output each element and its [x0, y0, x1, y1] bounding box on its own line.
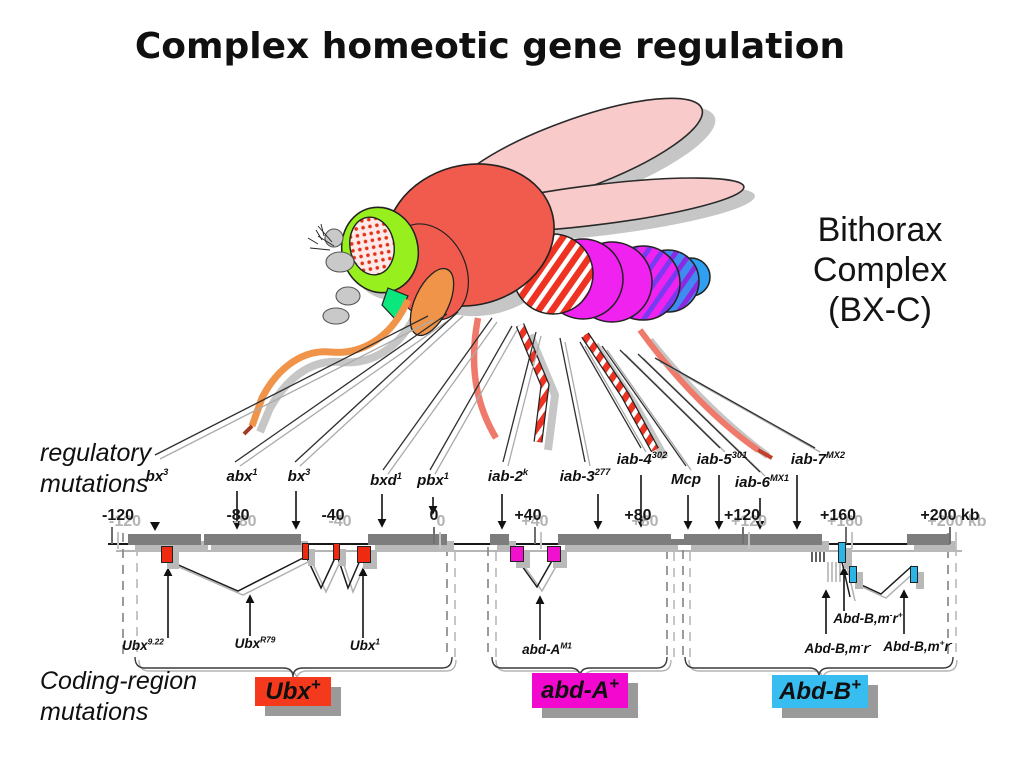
ruler-label-plus40: +40	[514, 507, 542, 524]
reg-label-mcp: Mcp	[671, 471, 701, 488]
ruler-label-plus200kb: +200 kb	[920, 507, 980, 524]
regulatory-bar-5	[558, 534, 671, 545]
ruler-label-minus40: -40	[321, 507, 345, 524]
regulatory-bar-6	[684, 534, 822, 545]
regulatory-bar-7	[907, 534, 950, 545]
coding-arrows	[163, 566, 909, 640]
regulatory-note-line2: mutations	[40, 470, 149, 498]
gene-box-abdb: Abd-B+	[772, 675, 868, 708]
bxc-line3: (BX-C)	[828, 291, 932, 329]
reg-label-iab6: iab-6MX1	[734, 473, 790, 491]
ruler-label-0: 0	[429, 507, 439, 524]
reg-label-bx3-hidden: bx3	[145, 467, 169, 485]
domain-boundaries	[122, 533, 957, 660]
coding-region-mutations-note: Coding-region mutations	[40, 666, 197, 728]
regulatory-arrows	[232, 475, 802, 530]
bxc-line2: Complex	[812, 251, 948, 289]
regulatory-bar-2	[204, 534, 301, 545]
ruler-tick-mark	[534, 527, 536, 544]
abdb-exon-3	[910, 566, 918, 583]
gene-box-abda: abd-A+	[532, 673, 628, 708]
gene-box-abda-label: abd-A+	[541, 673, 619, 704]
gene-box-abdb-label: Abd-B+	[779, 674, 861, 705]
regulatory-bar-4	[490, 534, 509, 545]
ruler-label-minus80: -80	[226, 507, 250, 524]
reg-label-iab3: iab-3277	[559, 467, 611, 485]
coding-note-line2: mutations	[40, 698, 149, 726]
regulatory-bar-3	[368, 534, 447, 545]
ruler-tick-mark	[845, 527, 847, 544]
coding-label-abdb-mplus-rminus: Abd-B,m+r-	[883, 637, 953, 654]
reg-label-bx3: bx3	[287, 467, 311, 485]
bxc-line1: Bithorax	[817, 211, 943, 249]
abdb-exon-2	[849, 566, 857, 583]
reg-label-iab4: iab-4302	[616, 450, 668, 468]
gene-box-ubx-label: Ubx+	[265, 674, 321, 705]
abda-exon-2	[547, 546, 561, 562]
fly-illustration	[242, 97, 773, 460]
ruler-label-plus160: +160	[819, 507, 857, 524]
coding-label-abda-m1: abd-AM1	[522, 640, 572, 657]
ubx-exon-4	[357, 546, 371, 563]
regulatory-bar-1	[128, 534, 201, 545]
reg-label-iab2: iab-2k	[487, 467, 529, 485]
coding-label-abdb-mminus-rplus: Abd-B,m-r+	[833, 609, 903, 626]
slide-title: Complex homeotic gene regulation	[134, 26, 846, 67]
ruler-tick-mark	[742, 527, 744, 544]
coding-label-ubx1: Ubx1	[349, 636, 381, 653]
abdb-exon-1	[838, 542, 846, 563]
reg-label-bxd1: bxd1	[370, 471, 402, 489]
regulatory-bar-notch	[671, 539, 684, 545]
reg-label-iab5: iab-5301	[696, 450, 748, 468]
reg-label-abx1: abx1	[226, 467, 258, 485]
regulatory-mutations-note: regulatory mutations	[40, 438, 151, 500]
fly-mouthparts	[322, 228, 361, 325]
ruler-tick-mark	[111, 527, 113, 544]
fly-eye	[349, 216, 395, 276]
pointer-lines	[154, 311, 816, 473]
ruler-tick-mark	[433, 527, 435, 544]
bithorax-complex-label: Bithorax Complex (BX-C)	[780, 210, 980, 330]
fly-arista	[307, 223, 335, 251]
hidden-label-arrowhead	[150, 522, 160, 531]
ubx-exon-1	[161, 546, 173, 563]
reg-label-pbx1: pbx1	[417, 471, 449, 489]
ubx-exon-2	[302, 543, 309, 560]
abdb-exon-ticks-shadow	[827, 562, 841, 582]
regulatory-note-line1: regulatory	[40, 439, 152, 467]
coding-label-abdb-mminus-rminus: Abd-B,m-r-	[804, 639, 872, 656]
fly-legs	[242, 298, 773, 460]
abda-exon-1	[510, 546, 524, 562]
coding-label-ubxr79: UbxR79	[234, 634, 276, 651]
ruler-label-plus120: +120	[723, 507, 761, 524]
ruler-tick-mark	[949, 527, 951, 544]
ubx-exon-3	[333, 543, 340, 560]
gene-box-ubx: Ubx+	[255, 674, 331, 706]
ruler-label-plus80: +80	[624, 507, 652, 524]
reg-label-iab7: iab-7MX2	[790, 450, 846, 468]
coding-note-line1: Coding-region	[40, 667, 198, 695]
ruler-label-minus120: -120	[101, 507, 135, 524]
coding-label-ubx922: Ubx9.22	[122, 636, 164, 653]
